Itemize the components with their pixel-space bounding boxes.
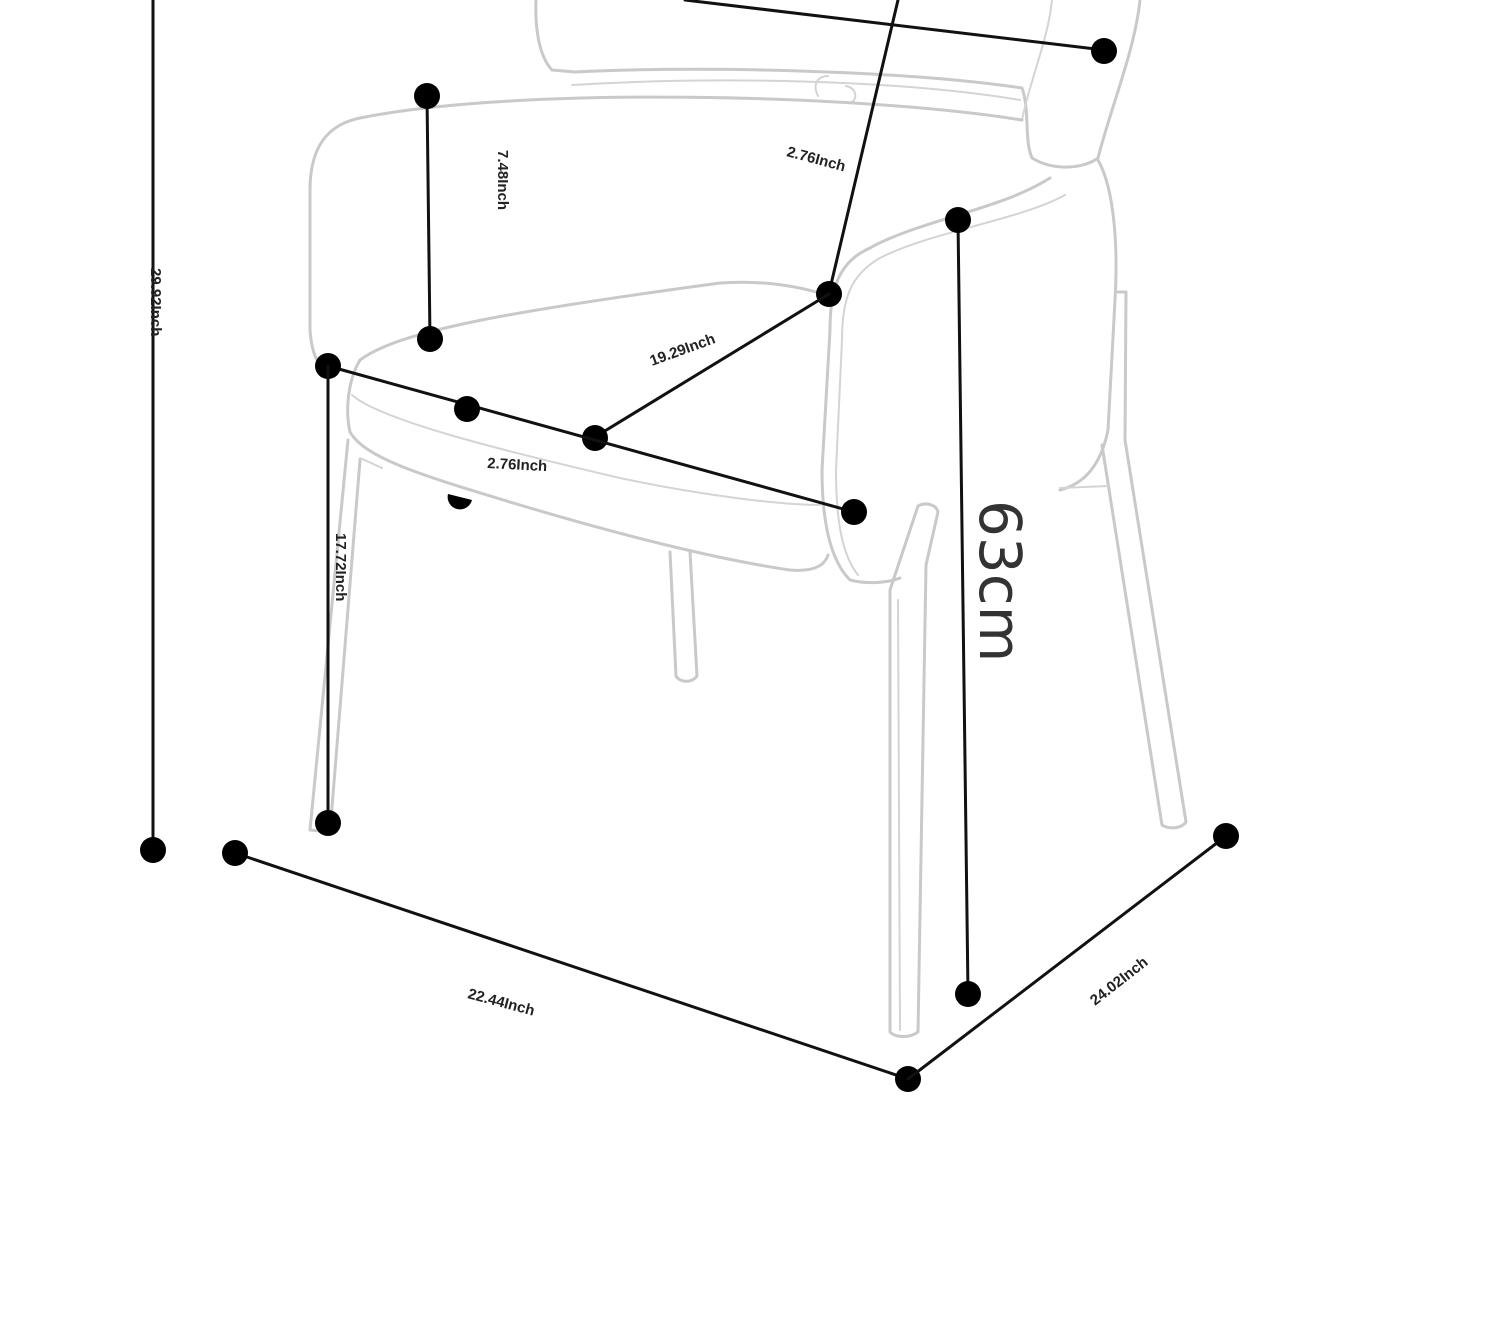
chair-shell-outer	[308, 95, 1024, 374]
chair-leg-front-left	[308, 438, 362, 834]
seat-depth-label: 19.29Inch	[648, 330, 718, 369]
chair-leg-front-left-foot	[359, 457, 383, 469]
arm-height-label: 7.48Inch	[494, 150, 511, 210]
seat-thickness-dot	[454, 396, 480, 422]
chair-seat-edge	[351, 394, 821, 506]
width-line	[233, 851, 910, 1081]
chair-leg-front-right	[888, 502, 940, 1038]
seat-front-right-dot	[841, 499, 867, 525]
seat-underside-dot	[447, 494, 472, 510]
depth-line	[906, 834, 1228, 1081]
chair-seat-top	[358, 280, 827, 362]
seat-depth-line	[593, 292, 831, 439]
arm-floor-line	[956, 218, 970, 995]
chair-leg-front-right-seam	[897, 599, 901, 1031]
chair-leg-back-right-foot	[1059, 485, 1109, 489]
total-height-label: 29.92Inch	[147, 268, 164, 336]
width-label: 22.44Inch	[466, 985, 536, 1019]
total-height-end-dot	[140, 837, 166, 863]
chair-shell-inner-seam	[834, 194, 1066, 576]
depth-end-dot	[1213, 823, 1239, 849]
chair-backrest	[534, 0, 1142, 169]
seat-height-bottom-dot	[315, 810, 341, 836]
chair-tag	[814, 75, 857, 103]
arm-height-bottom-dot	[417, 326, 443, 352]
chair-seat-front	[346, 358, 830, 572]
arm-floor-top-dot	[945, 207, 971, 233]
chair-backrest-seam	[571, 79, 1021, 101]
seat-thickness-label: 2.76Inch	[487, 455, 548, 475]
arm-floor-label: 63cm	[966, 500, 1034, 662]
chair-shell-right	[1058, 158, 1118, 492]
seat-depth-dot	[582, 425, 608, 451]
arm-height-top-dot	[414, 83, 440, 109]
chair-drawing	[308, 0, 1188, 1038]
back-thickness-label: 2.76Inch	[785, 143, 847, 175]
chair-leg-back-middle	[668, 550, 699, 683]
seat-front-line	[326, 364, 856, 514]
backrest-top-line	[683, 0, 1106, 52]
backrest-top-dot	[1091, 38, 1117, 64]
depth-label: 24.02Inch	[1087, 954, 1151, 1009]
arm-floor-bottom-dot	[955, 981, 981, 1007]
back-thickness-line	[827, 0, 900, 295]
arm-height-line	[425, 94, 432, 341]
chair-backrest-fold	[1021, 0, 1053, 121]
width-left-dot	[222, 840, 248, 866]
chair-leg-back-right	[1100, 290, 1188, 830]
seat-height-label: 17.72Inch	[332, 533, 349, 601]
dimension-lines	[140, 0, 1239, 1092]
dimension-labels: 29.92Inch 7.48Inch 2.76Inch 19.29Inch 2.…	[147, 143, 1151, 1019]
